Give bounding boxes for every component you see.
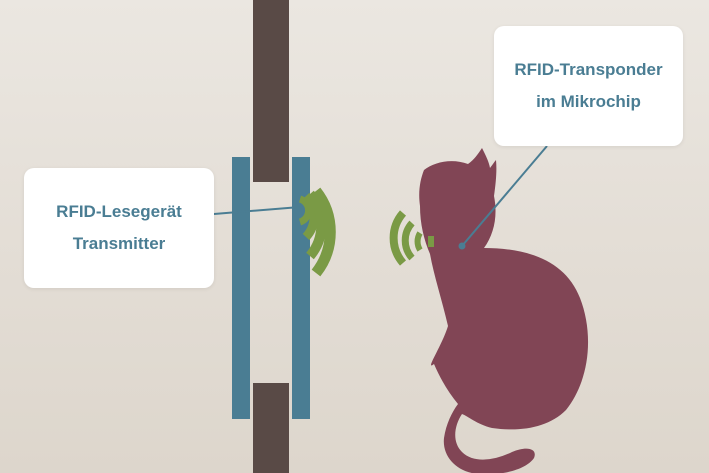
reader-connector-line [213,206,301,215]
wall-upper [253,0,289,182]
cat-signal-waves-icon [389,210,423,266]
reader-callout: RFID-Lesegerät Transmitter [24,168,214,288]
transponder-callout-line2: im Mikrochip [536,92,641,111]
transponder-pointer-dot [458,242,466,250]
wall-lower [253,383,289,473]
door-frame-left [232,157,250,419]
cat-silhouette-icon [419,148,588,473]
transponder-connector-line [461,145,548,247]
reader-callout-line1: RFID-Lesegerät [56,202,182,221]
rfid-chip-icon [428,236,434,247]
transponder-callout: RFID-Transponder im Mikrochip [494,26,683,146]
reader-signal-waves-icon [298,187,336,277]
reader-callout-line2: Transmitter [72,234,166,253]
transponder-callout-line1: RFID-Transponder [514,60,663,79]
